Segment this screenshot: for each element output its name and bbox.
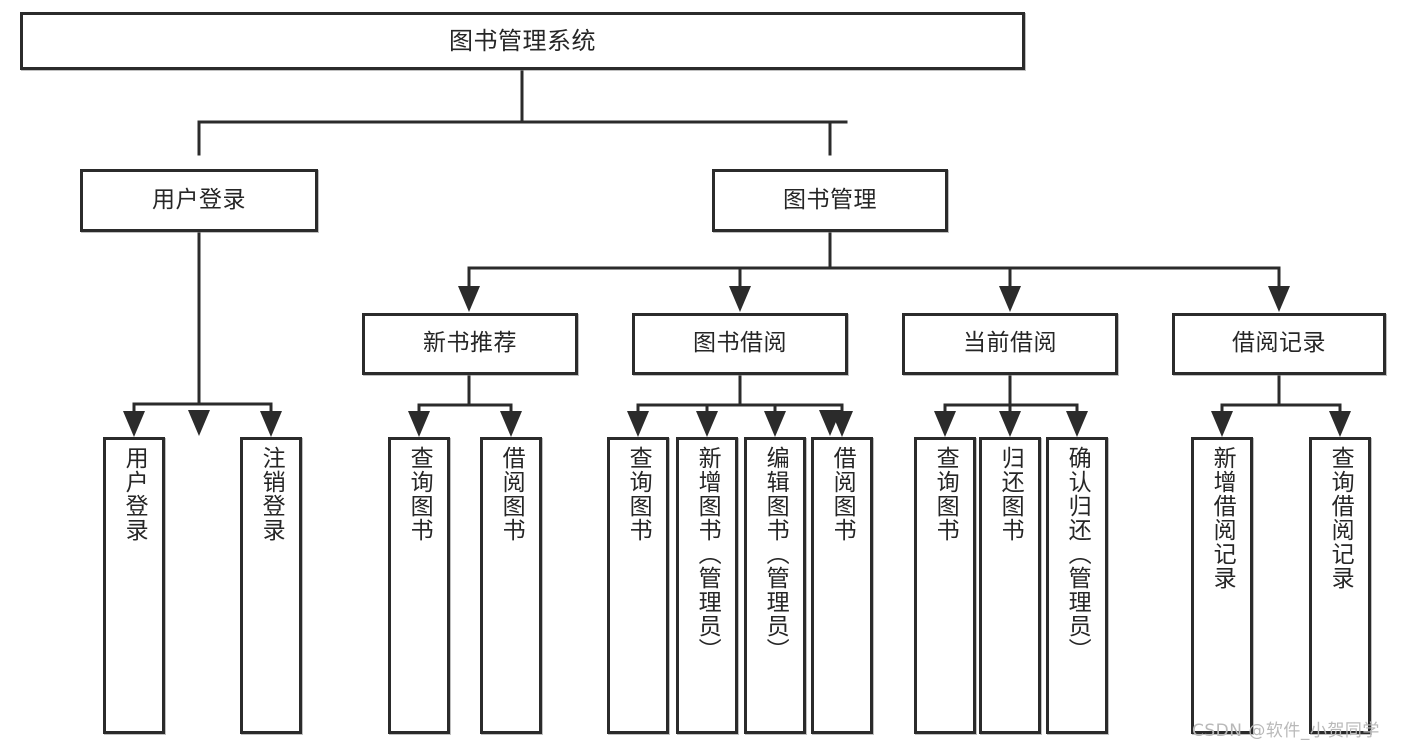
node-leaf-add-record[interactable]: 新增借阅记录 (1191, 437, 1253, 734)
node-leaf-query-record[interactable]: 查询借阅记录 (1309, 437, 1371, 734)
node-leaf-query-book-1[interactable]: 查询图书 (388, 437, 450, 734)
arrowheads (123, 286, 1351, 437)
node-book-borrow[interactable]: 图书借阅 (632, 313, 848, 375)
node-leaf-edit-book[interactable]: 编辑图书（管理员） (744, 437, 806, 734)
node-label: 查询借阅记录 (1327, 446, 1354, 590)
node-leaf-add-book[interactable]: 新增图书（管理员） (676, 437, 738, 734)
node-leaf-borrow-book-2[interactable]: 借阅图书 (811, 437, 873, 734)
node-label: 当前借阅 (963, 330, 1057, 357)
node-label: 借阅图书 (498, 446, 525, 542)
node-label: 查询图书 (406, 446, 433, 542)
node-leaf-borrow-book-1[interactable]: 借阅图书 (480, 437, 542, 734)
node-label: 用户登录 (121, 446, 148, 542)
node-label: 借阅图书 (829, 446, 856, 542)
node-leaf-query-book-2[interactable]: 查询图书 (607, 437, 669, 734)
node-system-root[interactable]: 图书管理系统 (20, 12, 1025, 70)
node-label: 新增图书（管理员） (694, 446, 721, 662)
node-new-book-recommend[interactable]: 新书推荐 (362, 313, 578, 375)
node-label: 用户登录 (152, 186, 246, 213)
node-leaf-confirm-return[interactable]: 确认归还（管理员） (1046, 437, 1108, 734)
node-leaf-query-book-3[interactable]: 查询图书 (914, 437, 976, 734)
node-label: 编辑图书（管理员） (762, 446, 789, 662)
node-label: 归还图书 (997, 446, 1024, 542)
node-leaf-user-login[interactable]: 用户登录 (103, 437, 165, 734)
node-label: 注销登录 (258, 446, 285, 542)
node-label: 新书推荐 (423, 330, 517, 357)
node-borrow-record[interactable]: 借阅记录 (1172, 313, 1386, 375)
node-leaf-return-book[interactable]: 归还图书 (979, 437, 1041, 734)
node-user-login[interactable]: 用户登录 (80, 169, 318, 232)
node-label: 借阅记录 (1232, 330, 1326, 357)
node-current-borrow[interactable]: 当前借阅 (902, 313, 1118, 375)
node-label: 确认归还（管理员） (1064, 446, 1091, 662)
csdn-watermark: CSDN @软件_小贺同学 (1192, 721, 1380, 741)
node-label: 查询图书 (625, 446, 652, 542)
node-label: 新增借阅记录 (1209, 446, 1236, 590)
node-label: 查询图书 (932, 446, 959, 542)
node-label: 图书管理系统 (449, 26, 596, 55)
node-leaf-logout-login[interactable]: 注销登录 (240, 437, 302, 734)
node-label: 图书借阅 (693, 330, 787, 357)
node-label: 图书管理 (783, 186, 877, 213)
node-book-management[interactable]: 图书管理 (712, 169, 948, 232)
